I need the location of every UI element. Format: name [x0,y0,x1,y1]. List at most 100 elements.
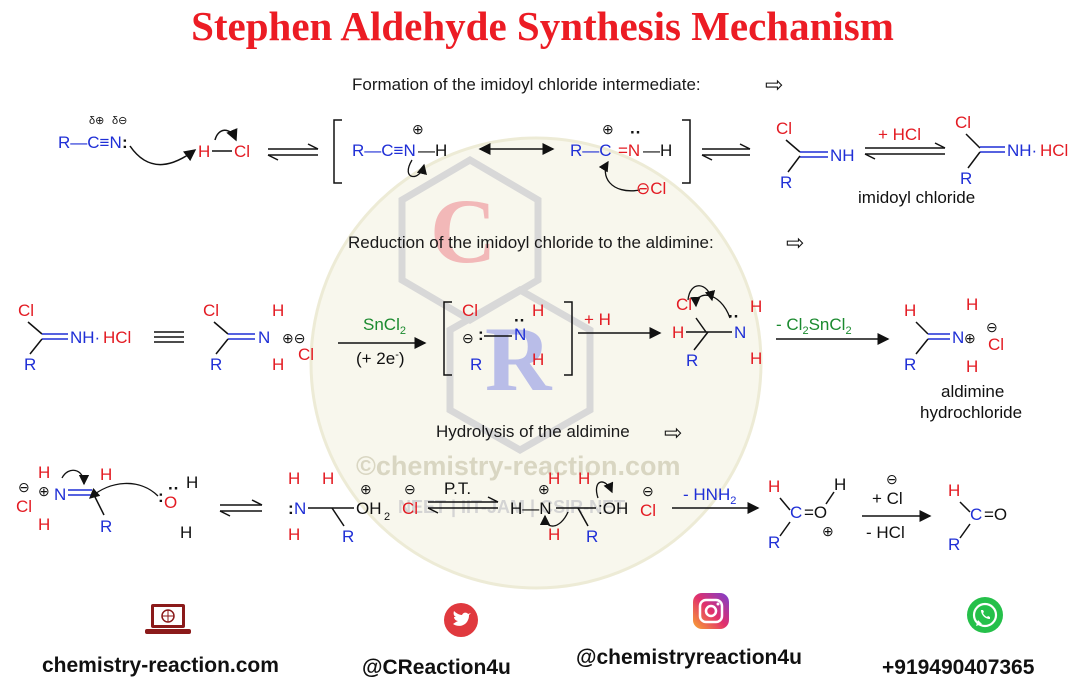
svg-text:Cl: Cl [203,301,219,320]
nitrile: R—C≡N : δ⊕ δ⊖ [58,115,128,152]
svg-text:⊕: ⊕ [538,481,550,497]
watermark-letter-c: C [430,180,496,282]
svg-text:N: N [54,485,66,504]
twitter-icon[interactable] [443,602,479,638]
svg-text:⊕: ⊕ [822,523,834,539]
svg-text:H: H [750,349,762,368]
svg-text:⊖: ⊖ [462,330,474,346]
svg-text:H: H [834,475,846,494]
svg-text:H: H [288,469,300,488]
svg-text:⊕: ⊕ [38,483,50,499]
chloride-counterion: ⊖ Cl [640,483,656,520]
svg-text:H: H [948,481,960,500]
svg-text:⊖: ⊖ [642,483,654,499]
curved-arrow [129,145,197,166]
bracket-right [564,301,573,376]
svg-text:O: O [164,493,177,512]
hollow-arrow-icon: ⇨ [786,230,805,255]
svg-text::: : [478,325,484,344]
footer-twitter[interactable]: @CReaction4u [362,656,511,679]
svg-text:R—C≡N: R—C≡N [352,141,416,160]
svg-text:H: H [322,469,334,488]
chloride-charge: ⊖ [886,471,898,487]
carbinolamine-oxonium: H : N H OH 2 ⊕ H R [288,469,390,546]
svg-text:H: H [578,469,590,488]
svg-text:Cl: Cl [776,119,792,138]
reagent-hcl: + HCl [878,125,921,144]
svg-text::: : [158,487,164,506]
svg-text:⊕: ⊕ [964,330,976,346]
curved-arrow [690,294,731,319]
svg-text:N: N [258,328,270,347]
imidoyl-chloride-structure: Cl R NH [776,119,855,192]
aminal-intermediate: Cl H N ·· H H R [672,295,762,370]
svg-text:—H: —H [418,141,447,160]
svg-text:=O: =O [804,503,827,522]
equilibrium-arrow [219,499,263,517]
watermark-site: ©chemistry-reaction.com [356,451,681,481]
curved-arrow [539,511,569,527]
svg-text:H: H [548,525,560,544]
svg-text:C: C [790,503,802,522]
svg-text:δ⊕: δ⊕ [89,115,104,127]
whatsapp-icon[interactable] [966,596,1004,634]
curved-arrow [89,482,159,499]
bracket-left [333,119,342,184]
footer-whatsapp[interactable]: +919490407365 [882,656,1035,679]
water-molecule: : O ·· H H [158,473,198,542]
svg-text:R: R [948,535,960,554]
reagent-proton-transfer: P.T. [444,479,471,498]
svg-text:Cl: Cl [676,295,692,314]
footer-website[interactable]: chemistry-reaction.com [42,654,279,677]
footer-instagram[interactable]: @chemistryreaction4u [576,646,802,669]
svg-text:··: ·· [728,307,739,326]
svg-text:Cl: Cl [988,335,1004,354]
carbanion-intermediate: Cl ⊖ : N ·· H H R [462,301,544,374]
svg-text:H: H [672,323,684,342]
svg-text:R: R [960,169,972,188]
svg-text:Cl: Cl [18,301,34,320]
equilibrium-arrow [864,142,946,160]
svg-text:OH: OH [356,499,382,518]
svg-text:Cl: Cl [16,497,32,516]
svg-text:··: ·· [630,123,641,142]
globe-laptop-icon[interactable] [144,602,192,638]
instagram-icon[interactable] [692,592,730,630]
svg-text:R: R [586,527,598,546]
reagent-electrons: (+ 2e-) [356,349,405,368]
watermark-hexagon-bottom [446,285,594,455]
hollow-arrow-icon: ⇨ [765,72,784,97]
svg-text:=N: =N [618,141,640,160]
svg-text:⊕: ⊕ [360,481,372,497]
svg-text:Cl: Cl [234,142,250,161]
svg-text:Cl: Cl [955,113,971,132]
curved-arrow [61,469,90,486]
svg-text:H: H [272,301,284,320]
svg-text:N: N [952,328,964,347]
svg-text:2: 2 [384,511,390,523]
protonated-aldehyde: H C =O H ⊕ R [768,475,846,552]
svg-text:R: R [686,351,698,370]
svg-text:NH: NH [830,146,855,165]
imidoyl-chloride-hcl: Cl R NH· HCl [955,113,1068,188]
reagent-minus-amine: - HNH2 [683,485,736,507]
svg-text:Cl: Cl [462,301,478,320]
svg-text:C: C [970,505,982,524]
svg-text:R—C≡N: R—C≡N [58,133,122,152]
iminium-chloride: Cl R N H H ⊕⊖ Cl [203,301,314,374]
svg-text:H: H [186,473,198,492]
carbocation-resonance: R—C =N —H ⊕ ·· [570,121,672,160]
reagent-plus-cl: + Cl [872,489,903,508]
svg-text:⊕: ⊕ [412,121,424,137]
svg-text:⊖: ⊖ [404,481,416,497]
svg-text:··: ·· [514,311,525,330]
label-hydrochloride: hydrochloride [920,403,1023,422]
curved-arrow [598,160,641,192]
svg-text:H: H [548,469,560,488]
svg-text:R: R [24,355,36,374]
svg-text:H: H [38,515,50,534]
svg-text:R: R [768,533,780,552]
protonated-aldimine: ⊖ Cl H ⊕ N H H R [16,463,112,536]
svg-text:⊖: ⊖ [18,479,30,495]
